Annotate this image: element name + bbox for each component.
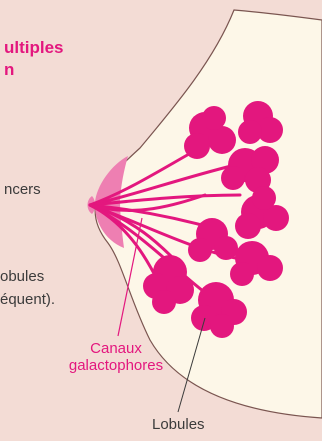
body-fragment-1: ncers (4, 180, 41, 200)
body-fragment-2: obules (0, 267, 44, 287)
lobules-label: Lobules (152, 416, 205, 433)
ducts-label-line-2: galactophores (60, 357, 172, 374)
ducts-label-line-1: Canaux (60, 340, 172, 357)
heading-line-1: ultiples (4, 38, 64, 58)
body-fragment-3: équent). (0, 290, 55, 310)
ducts-label: Canaux galactophores (60, 340, 172, 374)
heading-line-2: n (4, 60, 14, 80)
